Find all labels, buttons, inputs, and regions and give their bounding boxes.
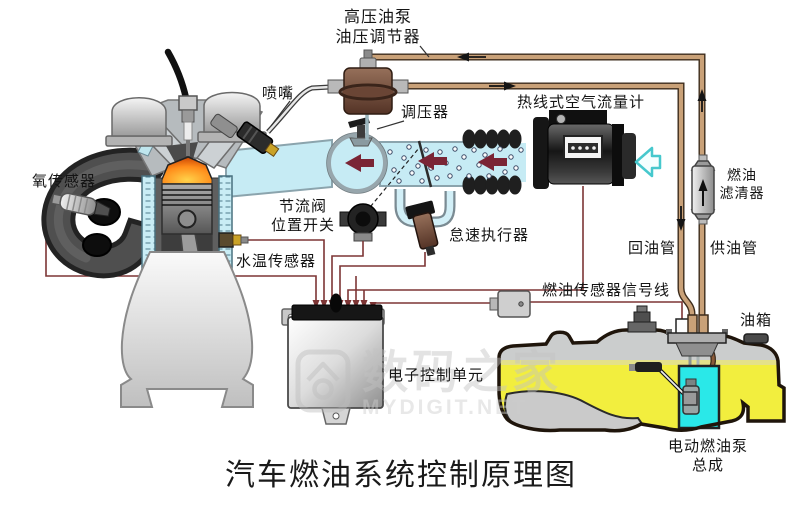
tank-filler-vent xyxy=(627,305,657,333)
ecu-box xyxy=(281,293,385,425)
diagram-title: 汽车燃油系统控制原理图 xyxy=(225,459,577,492)
fuel-injector xyxy=(210,113,280,158)
label-water-temp-sensor: 水温传感器 xyxy=(236,253,317,270)
throttle-position-switch xyxy=(339,203,387,242)
fuel-level-float xyxy=(629,362,698,406)
flow-arrow-throttle xyxy=(345,152,507,172)
label-return-pipe: 回油管 xyxy=(628,240,677,257)
oxygen-sensor xyxy=(51,192,111,217)
label-fuel-tank: 油箱 xyxy=(740,312,773,329)
engine-block-bottom xyxy=(120,251,254,408)
label-supply-pipe: 供油管 xyxy=(710,240,759,257)
label-fuel-sensor-signal: 燃油传感器信号线 xyxy=(542,282,671,299)
label-oxygen-sensor: 氧传感器 xyxy=(32,173,97,190)
tank-right-cap xyxy=(743,333,769,344)
valve-cover-left xyxy=(105,97,173,147)
fuel-tank xyxy=(497,305,786,433)
pipe-flow-arrows xyxy=(457,52,707,231)
label-fuel-filter: 燃油 滤清器 xyxy=(719,167,765,201)
label-leader-lines xyxy=(270,45,430,130)
label-high-pressure-pump: 高压油泵 油压调节器 xyxy=(335,9,421,47)
fuel-return-pipe xyxy=(404,82,696,334)
label-air-flow-meter: 热线式空气流量计 xyxy=(517,94,646,111)
label-regulator: 调压器 xyxy=(401,104,450,121)
spark-plug xyxy=(164,48,198,156)
fuel-filter xyxy=(690,154,716,225)
intake-bellows xyxy=(462,129,522,195)
label-idle-actuator: 怠速执行器 xyxy=(449,227,530,244)
fuel-pressure-regulator xyxy=(266,49,409,140)
air-flow-meter xyxy=(533,110,636,189)
signal-connector-box xyxy=(489,290,531,318)
fuel-pump-assembly xyxy=(677,342,721,430)
label-injector: 喷嘴 xyxy=(262,85,295,102)
pump-flange xyxy=(666,314,728,357)
label-throttle-position-switch: 节流阀 位置开关 xyxy=(270,198,335,235)
water-temp-sensor xyxy=(218,232,249,248)
label-ecu: 电子控制单元 xyxy=(388,367,485,384)
intake-duct xyxy=(225,138,526,199)
air-inlet-hollow-arrow-icon xyxy=(634,146,662,178)
engine-assembly xyxy=(41,48,280,408)
label-electric-fuel-pump: 电动燃油泵 总成 xyxy=(667,438,748,475)
idle-actuator-device xyxy=(405,200,439,257)
